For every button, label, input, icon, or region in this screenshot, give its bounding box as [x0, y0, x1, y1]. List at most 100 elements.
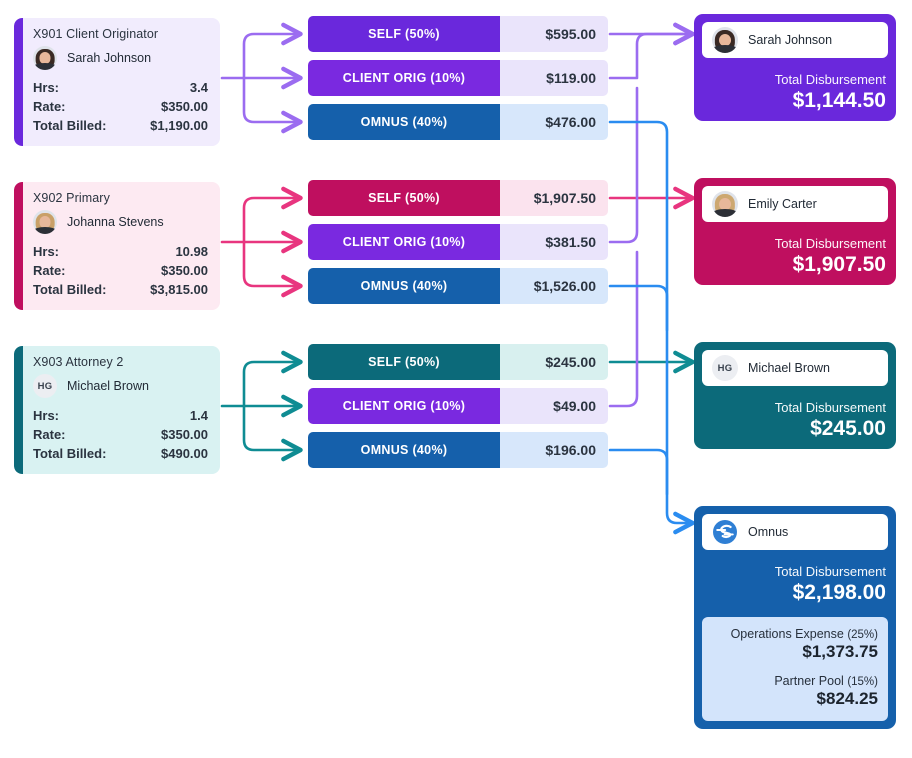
- allocation-bar-client-orig-x903[interactable]: CLIENT ORIG (10%) $49.00: [308, 388, 608, 424]
- source-card-x902[interactable]: X902 Primary Johanna Stevens Hrs:10.98 R…: [14, 182, 220, 310]
- source-accent-bar: [14, 182, 23, 310]
- metric-row: Total Billed: $3,815.00: [33, 281, 208, 300]
- source-person-name: Michael Brown: [67, 379, 149, 393]
- avatar-emily-icon: [712, 191, 738, 217]
- metric-label: Total Billed:: [33, 117, 107, 133]
- breakdown-label-pct: (15%): [847, 676, 878, 688]
- metric-row: Hrs:3.4: [33, 79, 208, 98]
- metric-row: Total Billed: $490.00: [33, 445, 208, 464]
- allocation-amount: $1,907.50: [500, 180, 608, 216]
- allocation-bar-client-orig-x901[interactable]: CLIENT ORIG (10%) $119.00: [308, 60, 608, 96]
- allocation-amount: $1,526.00: [500, 268, 608, 304]
- metric-row: Rate: $350.00: [33, 426, 208, 445]
- allocation-label: SELF (50%): [308, 180, 500, 216]
- metric-row: Rate: $350.00: [33, 262, 208, 281]
- disbursement-name: Michael Brown: [748, 361, 830, 375]
- allocation-label: CLIENT ORIG (10%): [308, 388, 500, 424]
- metric-value: $1,190.00: [150, 117, 208, 133]
- allocation-amount: $119.00: [500, 60, 608, 96]
- avatar-sarah-icon: [712, 27, 738, 53]
- breakdown-value: $824.25: [816, 689, 878, 708]
- disbursement-card-michael-brown[interactable]: HG Michael Brown Total Disbursement $245…: [694, 342, 896, 449]
- source-person: Sarah Johnson: [33, 46, 208, 70]
- breakdown-label-text: Operations Expense: [730, 627, 844, 641]
- breakdown-label: Operations Expense (25%): [712, 627, 878, 641]
- allocation-bar-self-x902[interactable]: SELF (50%) $1,907.50: [308, 180, 608, 216]
- allocation-amount: $245.00: [500, 344, 608, 380]
- total-disbursement-label: Total Disbursement: [774, 72, 886, 87]
- omnus-logo-icon: [712, 519, 738, 545]
- disbursement-card-emily-carter[interactable]: Emily Carter Total Disbursement $1,907.5…: [694, 178, 896, 285]
- allocation-amount: $196.00: [500, 432, 608, 468]
- source-card-x903[interactable]: X903 Attorney 2 HG Michael Brown Hrs:1.4…: [14, 346, 220, 474]
- total-disbursement-value: $2,198.00: [792, 581, 886, 604]
- matter-label: X901 Client Originator: [33, 27, 159, 41]
- metric-value: $350.00: [161, 262, 208, 278]
- allocation-label: CLIENT ORIG (10%): [308, 60, 500, 96]
- source-person: HG Michael Brown: [33, 374, 208, 398]
- allocation-label: CLIENT ORIG (10%): [308, 224, 500, 260]
- metric-label: Rate:: [33, 262, 66, 278]
- breakdown-label-text: Partner Pool: [774, 674, 844, 688]
- disbursement-card-omnus[interactable]: Omnus Total Disbursement $2,198.00 Opera…: [694, 506, 896, 729]
- breakdown-label: Partner Pool (15%): [712, 674, 878, 688]
- disbursement-name: Omnus: [748, 525, 789, 539]
- allocation-label: OMNUS (40%): [308, 268, 500, 304]
- metric-row: Hrs:10.98: [33, 243, 208, 262]
- allocation-bar-omnus-x901[interactable]: OMNUS (40%) $476.00: [308, 104, 608, 140]
- allocation-bar-omnus-x902[interactable]: OMNUS (40%) $1,526.00: [308, 268, 608, 304]
- breakdown-item-operations-expense: Operations Expense (25%) $1,373.75: [712, 627, 878, 662]
- allocation-amount: $49.00: [500, 388, 608, 424]
- allocation-label: OMNUS (40%): [308, 432, 500, 468]
- allocation-amount: $381.50: [500, 224, 608, 260]
- avatar-initials-text: HG: [37, 380, 53, 392]
- source-metrics: Hrs:1.4 Rate:$350.00 Total Billed:$490.0…: [33, 407, 208, 464]
- source-metrics: Hrs:3.4 Rate: $350.00 Total Billed: $1,190…: [33, 79, 208, 136]
- metric-label: Total Billed:: [33, 445, 107, 461]
- metric-row: Rate: $350.00: [33, 98, 208, 117]
- metric-value: $3,815.00: [150, 281, 208, 297]
- allocation-bar-self-x903[interactable]: SELF (50%) $245.00: [308, 344, 608, 380]
- metric-label: Total Billed:: [33, 281, 107, 297]
- matter-label: X903 Attorney 2: [33, 355, 124, 369]
- avatar-initials-icon: HG: [712, 355, 738, 381]
- allocation-bar-omnus-x903[interactable]: OMNUS (40%) $196.00: [308, 432, 608, 468]
- total-disbursement-label: Total Disbursement: [774, 400, 886, 415]
- total-disbursement-value: $1,907.50: [792, 253, 886, 276]
- source-metrics: Hrs:10.98 Rate: $350.00 Total Billed: $3,8…: [33, 243, 208, 300]
- breakdown-item-partner-pool: Partner Pool (15%) $824.25: [712, 674, 878, 709]
- avatar-initials-icon: HG: [33, 374, 57, 398]
- avatar-johanna-icon: [33, 210, 57, 234]
- disbursement-header: HG Michael Brown: [702, 350, 888, 386]
- total-disbursement-value: $1,144.50: [792, 89, 886, 112]
- disbursement-header: Sarah Johnson: [702, 22, 888, 58]
- source-person-name: Sarah Johnson: [67, 51, 152, 65]
- allocation-bar-self-x901[interactable]: SELF (50%) $595.00: [308, 16, 608, 52]
- allocation-bar-client-orig-x902[interactable]: CLIENT ORIG (10%) $381.50: [308, 224, 608, 260]
- metric-label: Rate:: [33, 426, 66, 442]
- source-person: Johanna Stevens: [33, 210, 208, 234]
- total-disbursement-label: Total Disbursement: [774, 564, 886, 579]
- metric-row: Total Billed: $1,190.00: [33, 117, 208, 136]
- metric-label: Hrs:: [33, 244, 60, 259]
- disbursement-name: Sarah Johnson: [748, 33, 833, 47]
- metric-value: 1.4: [189, 408, 208, 423]
- source-accent-bar: [14, 346, 23, 474]
- allocation-label: SELF (50%): [308, 344, 500, 380]
- allocation-label: OMNUS (40%): [308, 104, 500, 140]
- omnus-breakdown: Operations Expense (25%) $1,373.75 Partn…: [702, 617, 888, 721]
- total-disbursement-value: $245.00: [810, 417, 886, 440]
- source-card-x901[interactable]: X901 Client Originator Sarah Johnson Hrs…: [14, 18, 220, 146]
- metric-label: Hrs:: [33, 80, 60, 95]
- metric-value: $350.00: [161, 98, 208, 114]
- metric-value: $350.00: [161, 426, 208, 442]
- disbursement-card-sarah-johnson[interactable]: Sarah Johnson Total Disbursement $1,144.…: [694, 14, 896, 121]
- metric-label: Rate:: [33, 98, 66, 114]
- breakdown-label-pct: (25%): [847, 629, 878, 641]
- disbursement-header: Emily Carter: [702, 186, 888, 222]
- source-accent-bar: [14, 18, 23, 146]
- total-disbursement-label: Total Disbursement: [774, 236, 886, 251]
- metric-value: $490.00: [161, 445, 208, 461]
- disbursement-header: Omnus: [702, 514, 888, 550]
- allocation-amount: $595.00: [500, 16, 608, 52]
